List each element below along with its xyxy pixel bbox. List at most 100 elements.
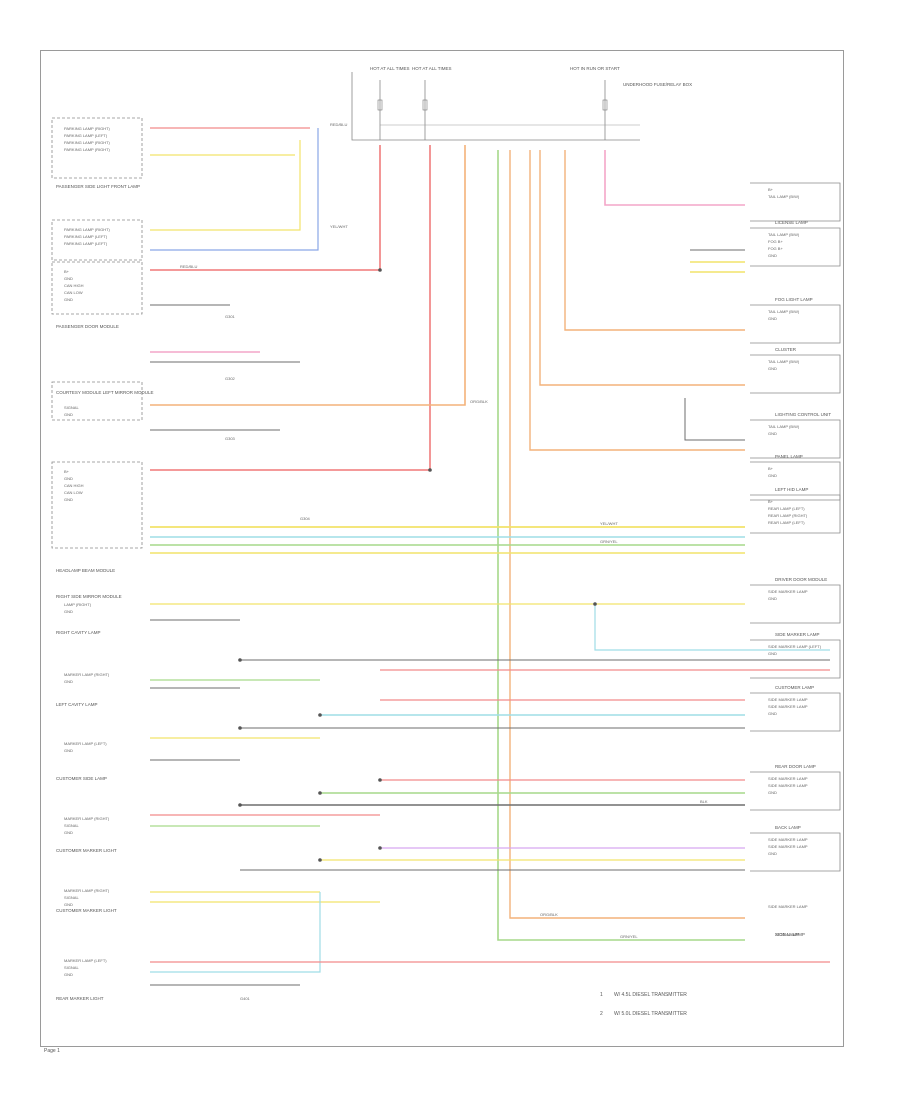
left-pin-label: PARKING LAMP (RIGHT): [64, 227, 111, 232]
fuse-block-outline: [351, 72, 640, 141]
splice-dot: [378, 268, 382, 272]
right-pin-label: TAIL LAMP (B/W): [768, 232, 800, 237]
ground-label: G304: [300, 516, 311, 521]
right-component-name: CLUSTER: [775, 347, 797, 352]
right-pin-label: B+: [768, 466, 774, 471]
right-pin-label: FOG B+: [768, 246, 783, 251]
left-pin-label: B+: [64, 469, 70, 474]
left-pin-label: MARKER LAMP (LEFT): [64, 958, 107, 963]
wire-license-lamp: [604, 150, 745, 206]
left-pin-label: GND: [64, 497, 73, 502]
right-pin-label: REAR LAMP (RIGHT): [768, 513, 808, 518]
right-pin-label: SIDE MARKER LAMP: [768, 844, 808, 849]
wire-panel-lamp: [539, 150, 745, 386]
right-module-5: [750, 461, 841, 501]
wire-color-label: GRN/YEL: [600, 539, 618, 544]
right-module-11: [750, 832, 841, 872]
fuse-2: [422, 99, 428, 111]
right-pin-label: TAIL LAMP (B/W): [768, 359, 800, 364]
left-module-0: [51, 117, 143, 179]
wire-left-hid: [529, 150, 745, 451]
left-component-name: CUSTOMER SIDE LAMP: [56, 776, 107, 781]
wire-color-label: BLK: [700, 799, 708, 804]
right-module-6: [750, 494, 841, 534]
right-pin-label: FOG B+: [768, 239, 783, 244]
right-module-0: [750, 182, 841, 222]
left-component-name: RIGHT SIDE MIRROR MODULE: [56, 594, 122, 599]
right-pin-label: SIDE MARKER LAMP (LEFT): [768, 644, 822, 649]
left-pin-label: GND: [64, 830, 73, 835]
right-pin-label: B+: [768, 187, 774, 192]
legend-text-1: W/ 4.5L DIESEL TRANSMITTER: [614, 992, 687, 998]
right-pin-label: SIDE MARKER LAMP: [768, 697, 808, 702]
right-pin-label: REAR LAMP (LEFT): [768, 506, 805, 511]
left-component-name: REAR MARKER LIGHT: [56, 996, 104, 1001]
legend-marker-1: 1: [600, 992, 603, 998]
left-pin-label: SIGNAL: [64, 895, 79, 900]
splice-dot: [318, 858, 322, 862]
legend-text-2: W/ 5.0L DIESEL TRANSMITTER: [614, 1011, 687, 1017]
right-pin-label: SIDE MARKER LAMP: [768, 904, 808, 909]
wire-fuse2-headlamp-module: [150, 145, 431, 471]
left-pin-label: GND: [64, 412, 73, 417]
right-pin-label: GND: [768, 651, 777, 656]
left-module-3: [51, 381, 143, 421]
splice-dot: [238, 658, 242, 662]
ground-label: G301: [225, 314, 236, 319]
left-component-name: HEADLAMP BEAM MODULE: [56, 568, 115, 573]
splice-dot: [378, 846, 382, 850]
left-pin-label: MARKER LAMP (RIGHT): [64, 816, 110, 821]
wire-rear-marker-cyan: [150, 892, 321, 973]
left-pin-label: GND: [64, 972, 73, 977]
right-component-name: SIDE MARKER LAMP: [775, 632, 820, 637]
hot-at-all-times-label-2: HOT AT ALL TIMES: [412, 66, 452, 71]
right-pin-label: GND: [768, 316, 777, 321]
left-component-name: RIGHT CAVITY LAMP: [56, 630, 101, 635]
left-pin-label: GND: [64, 902, 73, 907]
hot-in-run-label: HOT IN RUN OR START: [570, 66, 620, 71]
left-component-name: PASSENGER DOOR MODULE: [56, 324, 119, 329]
left-component-name: COURTESY MODULE LEFT MIRROR MODULE: [56, 390, 154, 395]
underhood-fuse-label: UNDERHOOD FUSE/RELAY BOX: [623, 82, 692, 87]
wire-color-label: RED/BLU: [180, 264, 197, 269]
left-pin-label: MARKER LAMP (RIGHT): [64, 888, 110, 893]
right-module-8: [750, 639, 841, 679]
page-label: Page 1: [44, 1048, 60, 1054]
wire-side-lamp-green: [497, 150, 745, 941]
wire-color-label: YEL/WHT: [600, 521, 618, 526]
hot-at-all-times-label-1: HOT AT ALL TIMES: [370, 66, 410, 71]
left-pin-label: GND: [64, 276, 73, 281]
right-pin-label: GND: [768, 711, 777, 716]
wire-color-label: GRN/YEL: [620, 934, 638, 939]
left-pin-label: CAN HIGH: [64, 483, 84, 488]
ground-label: G303: [225, 436, 236, 441]
left-pin-label: PARKING LAMP (LEFT): [64, 234, 108, 239]
wire-color-label: ORG/BLK: [540, 912, 558, 917]
right-module-9: [750, 692, 841, 732]
left-pin-label: SIGNAL: [64, 823, 79, 828]
diagram-frame: [40, 50, 844, 1047]
right-component-name: BACK LAMP: [775, 825, 801, 830]
left-pin-label: MARKER LAMP (RIGHT): [64, 672, 110, 677]
left-pin-label: PARKING LAMP (LEFT): [64, 133, 108, 138]
left-pin-label: PARKING LAMP (LEFT): [64, 241, 108, 246]
left-component-name: PASSENGER SIDE LIGHT FRONT LAMP: [56, 184, 140, 189]
wire-fuse1-passenger-door: [150, 145, 381, 271]
left-pin-label: GND: [64, 297, 73, 302]
left-pin-label: PARKING LAMP (RIGHT): [64, 126, 111, 131]
right-pin-label: SIDE MARKER LAMP: [768, 776, 808, 781]
splice-dot: [428, 468, 432, 472]
left-pin-label: CAN HIGH: [64, 283, 84, 288]
right-module-1: [750, 227, 841, 267]
left-module-4: [51, 461, 143, 549]
wire-mirror-signal: [150, 145, 466, 406]
left-pin-label: PARKING LAMP (RIGHT): [64, 140, 111, 145]
wire-marker-cyan: [594, 604, 830, 651]
right-pin-label: TAIL LAMP (B/W): [768, 424, 800, 429]
right-pin-label: B+: [768, 499, 774, 504]
left-pin-label: GND: [64, 679, 73, 684]
splice-dot: [318, 713, 322, 717]
left-module-2: [51, 261, 143, 315]
left-component-name: LEFT CAVITY LAMP: [56, 702, 98, 707]
wire-side-lamp-orange: [509, 150, 745, 919]
